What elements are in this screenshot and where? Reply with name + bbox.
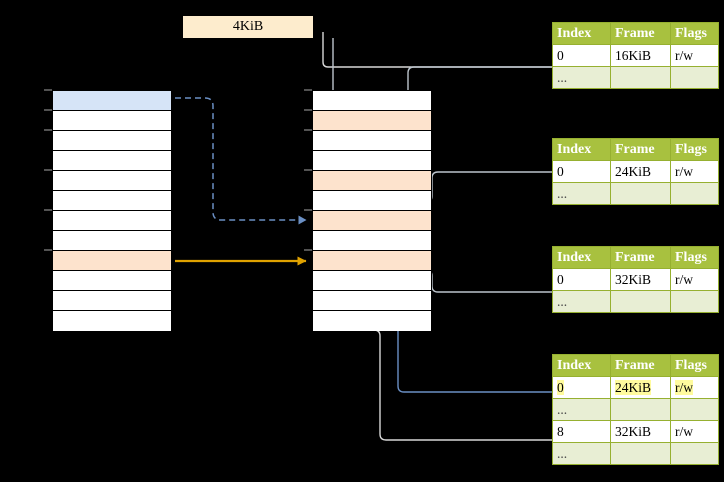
cell-index: 0 (552, 44, 611, 67)
column-header-frame: Frame (610, 246, 671, 269)
column-header-flags: Flags (670, 354, 719, 377)
cell-flags: r/w (670, 44, 719, 67)
wire-table2-to-phys-row7 (415, 171, 560, 216)
cell-index: 8 (552, 420, 611, 443)
physical-col-tick-marks (304, 89, 312, 251)
physical-frame-row (313, 111, 431, 131)
physical-frame-row (313, 91, 431, 111)
physical-frame-row (313, 131, 431, 151)
cell-flags: r/w (670, 420, 719, 443)
table-ellipsis-row[interactable]: ... (552, 398, 719, 421)
table-ellipsis-row[interactable]: ... (552, 290, 719, 313)
wire-callout-to-table1 (322, 32, 560, 68)
cell-flags (670, 290, 719, 313)
column-header-flags: Flags (670, 138, 719, 161)
cell-frame: 16KiB (610, 44, 671, 67)
physical-frame-row (313, 151, 431, 171)
column-header-flags: Flags (670, 22, 719, 45)
cell-index: 0 (552, 376, 611, 399)
cell-flags (670, 398, 719, 421)
column-header-flags: Flags (670, 246, 719, 269)
cell-frame (610, 66, 671, 89)
table-ellipsis-row[interactable]: ... (552, 66, 719, 89)
physical-frame-row (313, 271, 431, 291)
physical-frame-row (313, 231, 431, 251)
virtual-page-row (53, 131, 171, 151)
cell-flags: r/w (670, 268, 719, 291)
physical-frame-row (313, 191, 431, 211)
cell-index: 0 (552, 160, 611, 183)
cell-index: ... (552, 290, 611, 313)
virtual-page-row (53, 151, 171, 171)
virtual-page-row (53, 251, 171, 271)
cell-index: ... (552, 442, 611, 465)
cell-flags: r/w (670, 376, 719, 399)
cell-frame (610, 182, 671, 205)
wire-table3-to-phys-row9 (409, 258, 560, 293)
cell-flags: r/w (670, 160, 719, 183)
virtual-page-row (53, 191, 171, 211)
virtual-page-row (53, 311, 171, 331)
table-ellipsis-row[interactable]: ... (552, 182, 719, 205)
column-header-frame: Frame (610, 22, 671, 45)
virtual-page-row (53, 291, 171, 311)
column-header-index: Index (552, 138, 611, 161)
cell-frame (610, 442, 671, 465)
cell-frame: 32KiB (610, 268, 671, 291)
physical-frame-row (313, 211, 431, 231)
virtual-page-row (53, 211, 171, 231)
virtual-page-row (53, 271, 171, 291)
column-header-index: Index (552, 22, 611, 45)
wire-virtual-row1-to-phys-row7 (175, 97, 307, 225)
cell-frame: 24KiB (610, 376, 671, 399)
physical-frame-row (313, 171, 431, 191)
virtual-page-row (53, 231, 171, 251)
cell-index: 0 (552, 268, 611, 291)
cell-index: ... (552, 398, 611, 421)
column-header-index: Index (552, 354, 611, 377)
column-header-frame: Frame (610, 138, 671, 161)
physical-memory-column (312, 90, 432, 331)
cell-index: ... (552, 182, 611, 205)
table-ellipsis-row[interactable]: ... (552, 442, 719, 465)
column-header-index: Index (552, 246, 611, 269)
virtual-page-row (53, 111, 171, 131)
cell-frame (610, 398, 671, 421)
cell-frame (610, 290, 671, 313)
cell-frame: 24KiB (610, 160, 671, 183)
virtual-page-row (53, 171, 171, 191)
cell-flags (670, 66, 719, 89)
virtual-col-tick-marks (44, 89, 52, 251)
physical-frame-row (313, 311, 431, 331)
column-header-frame: Frame (610, 354, 671, 377)
page-size-callout: 4KiB (183, 16, 313, 38)
virtual-address-space-column (52, 90, 172, 331)
cell-flags (670, 442, 719, 465)
physical-frame-row (313, 251, 431, 271)
cell-index: ... (552, 66, 611, 89)
virtual-page-row (53, 91, 171, 111)
cell-frame: 32KiB (610, 420, 671, 443)
physical-frame-row (313, 291, 431, 311)
cell-flags (670, 182, 719, 205)
